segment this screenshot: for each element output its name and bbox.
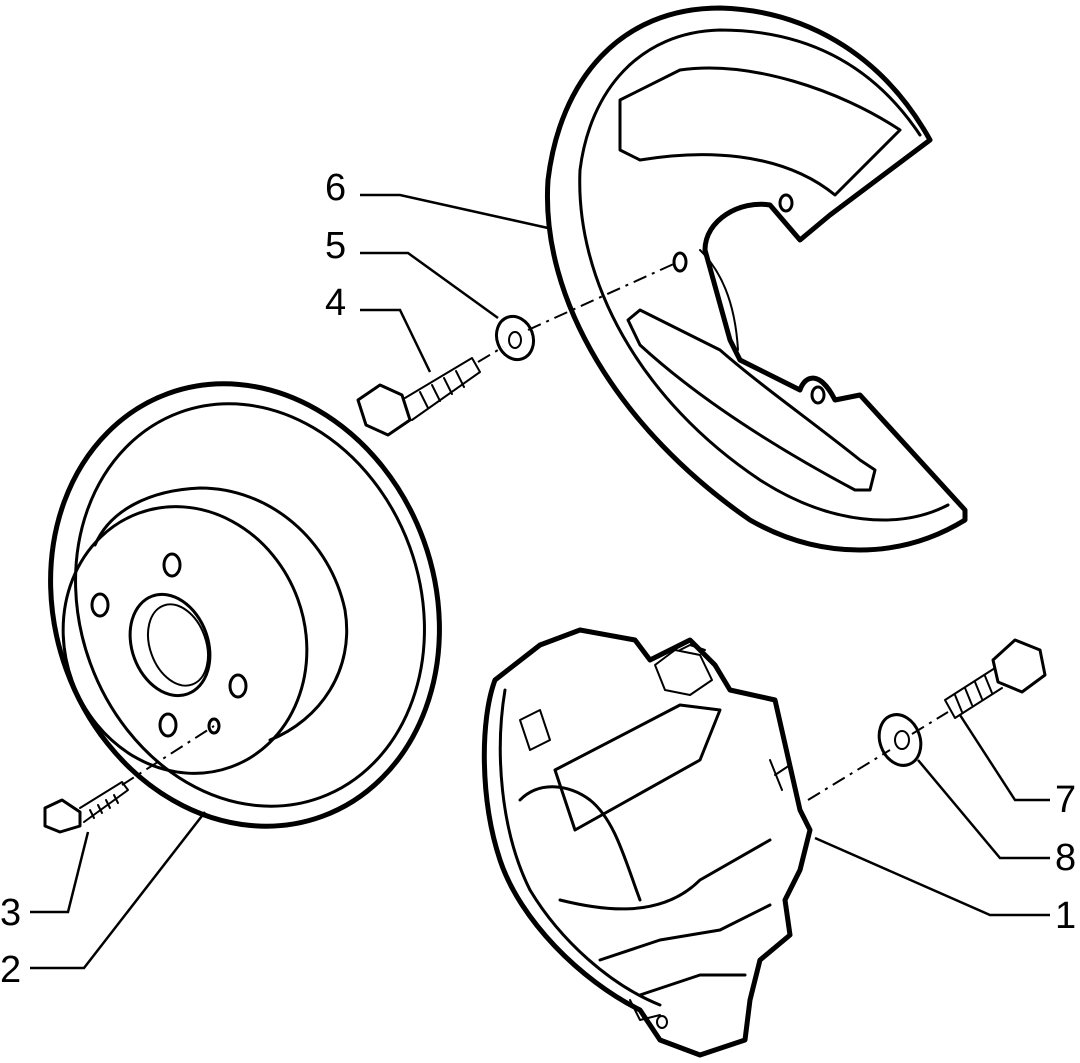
brake-disc (48, 381, 442, 829)
callout-labels: 6 5 4 3 2 7 8 1 (0, 167, 1076, 991)
callout-3: 3 (0, 892, 21, 934)
disc-retaining-screw (43, 781, 129, 834)
callout-leaders (30, 193, 1050, 970)
caliper-bolt (944, 638, 1047, 719)
brake-dust-shield (544, 5, 968, 553)
callout-2: 2 (0, 949, 21, 991)
shield-bolt (356, 357, 481, 437)
assembly-axis-lines (121, 261, 949, 801)
shield-washer (494, 314, 536, 362)
callout-5: 5 (325, 225, 346, 267)
callout-8: 8 (1055, 837, 1076, 879)
callout-7: 7 (1055, 779, 1076, 821)
callout-1: 1 (1055, 895, 1076, 937)
brake-caliper (481, 627, 813, 1058)
caliper-washer (877, 713, 923, 767)
callout-4: 4 (325, 282, 346, 324)
callout-6: 6 (325, 167, 346, 209)
